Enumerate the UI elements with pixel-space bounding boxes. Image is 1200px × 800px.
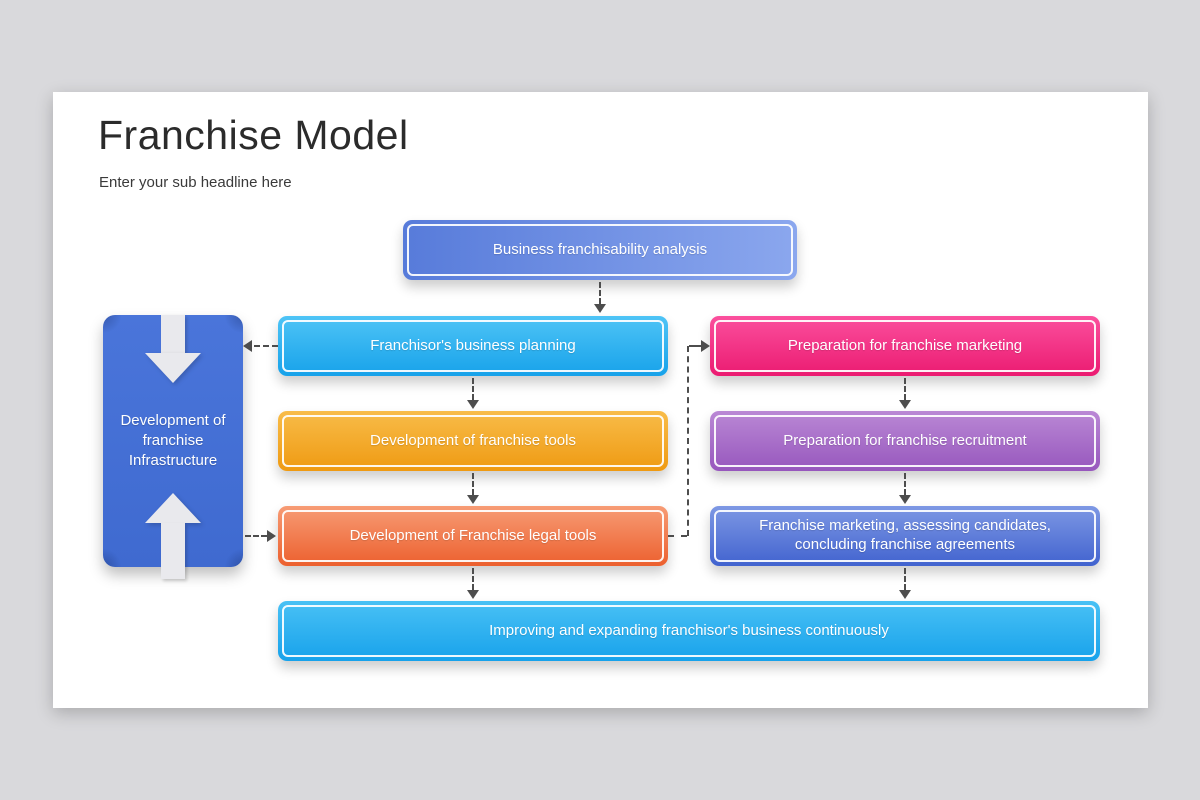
connector-planning-to-tools	[472, 378, 474, 400]
connector-agreements-to-improving	[904, 568, 906, 590]
connector-marketing-to-recruitment	[904, 378, 906, 400]
up-arrow-shaft	[161, 523, 185, 579]
node-improving-and-expanding: Improving and expanding franchisor's bus…	[278, 601, 1100, 661]
connector-planning-to-side-panel	[254, 345, 278, 347]
side-panel-development-infrastructure: Development of franchise Infrastructure	[103, 315, 243, 579]
slide-canvas: Franchise Model Enter your sub headline …	[53, 92, 1148, 708]
node-franchisors-business-planning: Franchisor's business planning	[278, 316, 668, 376]
node-business-franchisability-analysis: Business franchisability analysis	[403, 220, 797, 280]
down-arrow-icon	[103, 315, 243, 385]
side-panel-label: Development of franchise Infrastructure	[120, 411, 226, 470]
arrowhead-down-icon	[899, 495, 911, 504]
connector-legal-to-improving	[472, 568, 474, 590]
node-preparation-for-franchise-recruitment: Preparation for franchise recruitment	[710, 411, 1100, 471]
node-development-of-franchise-legal-tools: Development of Franchise legal tools	[278, 506, 668, 566]
connector-legal-to-marketing-segment	[689, 345, 701, 347]
down-arrow-head	[145, 353, 201, 383]
connector-legal-to-marketing-segment	[687, 346, 689, 536]
up-arrow-icon	[103, 493, 243, 583]
node-development-of-franchise-tools: Development of franchise tools	[278, 411, 668, 471]
connector-analysis-to-planning	[599, 282, 601, 304]
connector-tools-to-legal	[472, 473, 474, 495]
arrowhead-down-icon	[899, 590, 911, 599]
down-arrow-shaft	[161, 315, 185, 353]
arrowhead-left-icon	[243, 340, 252, 352]
arrowhead-down-icon	[467, 590, 479, 599]
connector-recruitment-to-agreements	[904, 473, 906, 495]
arrowhead-down-icon	[467, 400, 479, 409]
node-preparation-for-franchise-marketing: Preparation for franchise marketing	[710, 316, 1100, 376]
connector-side-panel-to-legal	[245, 535, 267, 537]
arrowhead-down-icon	[467, 495, 479, 504]
arrowhead-right-icon	[701, 340, 710, 352]
arrowhead-right-icon	[267, 530, 276, 542]
page-subtitle: Enter your sub headline here	[99, 174, 292, 191]
arrowhead-down-icon	[594, 304, 606, 313]
connector-legal-to-marketing-segment	[668, 535, 687, 537]
arrowhead-down-icon	[899, 400, 911, 409]
node-franchise-marketing-assessing-candidates: Franchise marketing, assessing candidate…	[710, 506, 1100, 566]
page-title: Franchise Model	[98, 112, 409, 158]
up-arrow-head	[145, 493, 201, 523]
